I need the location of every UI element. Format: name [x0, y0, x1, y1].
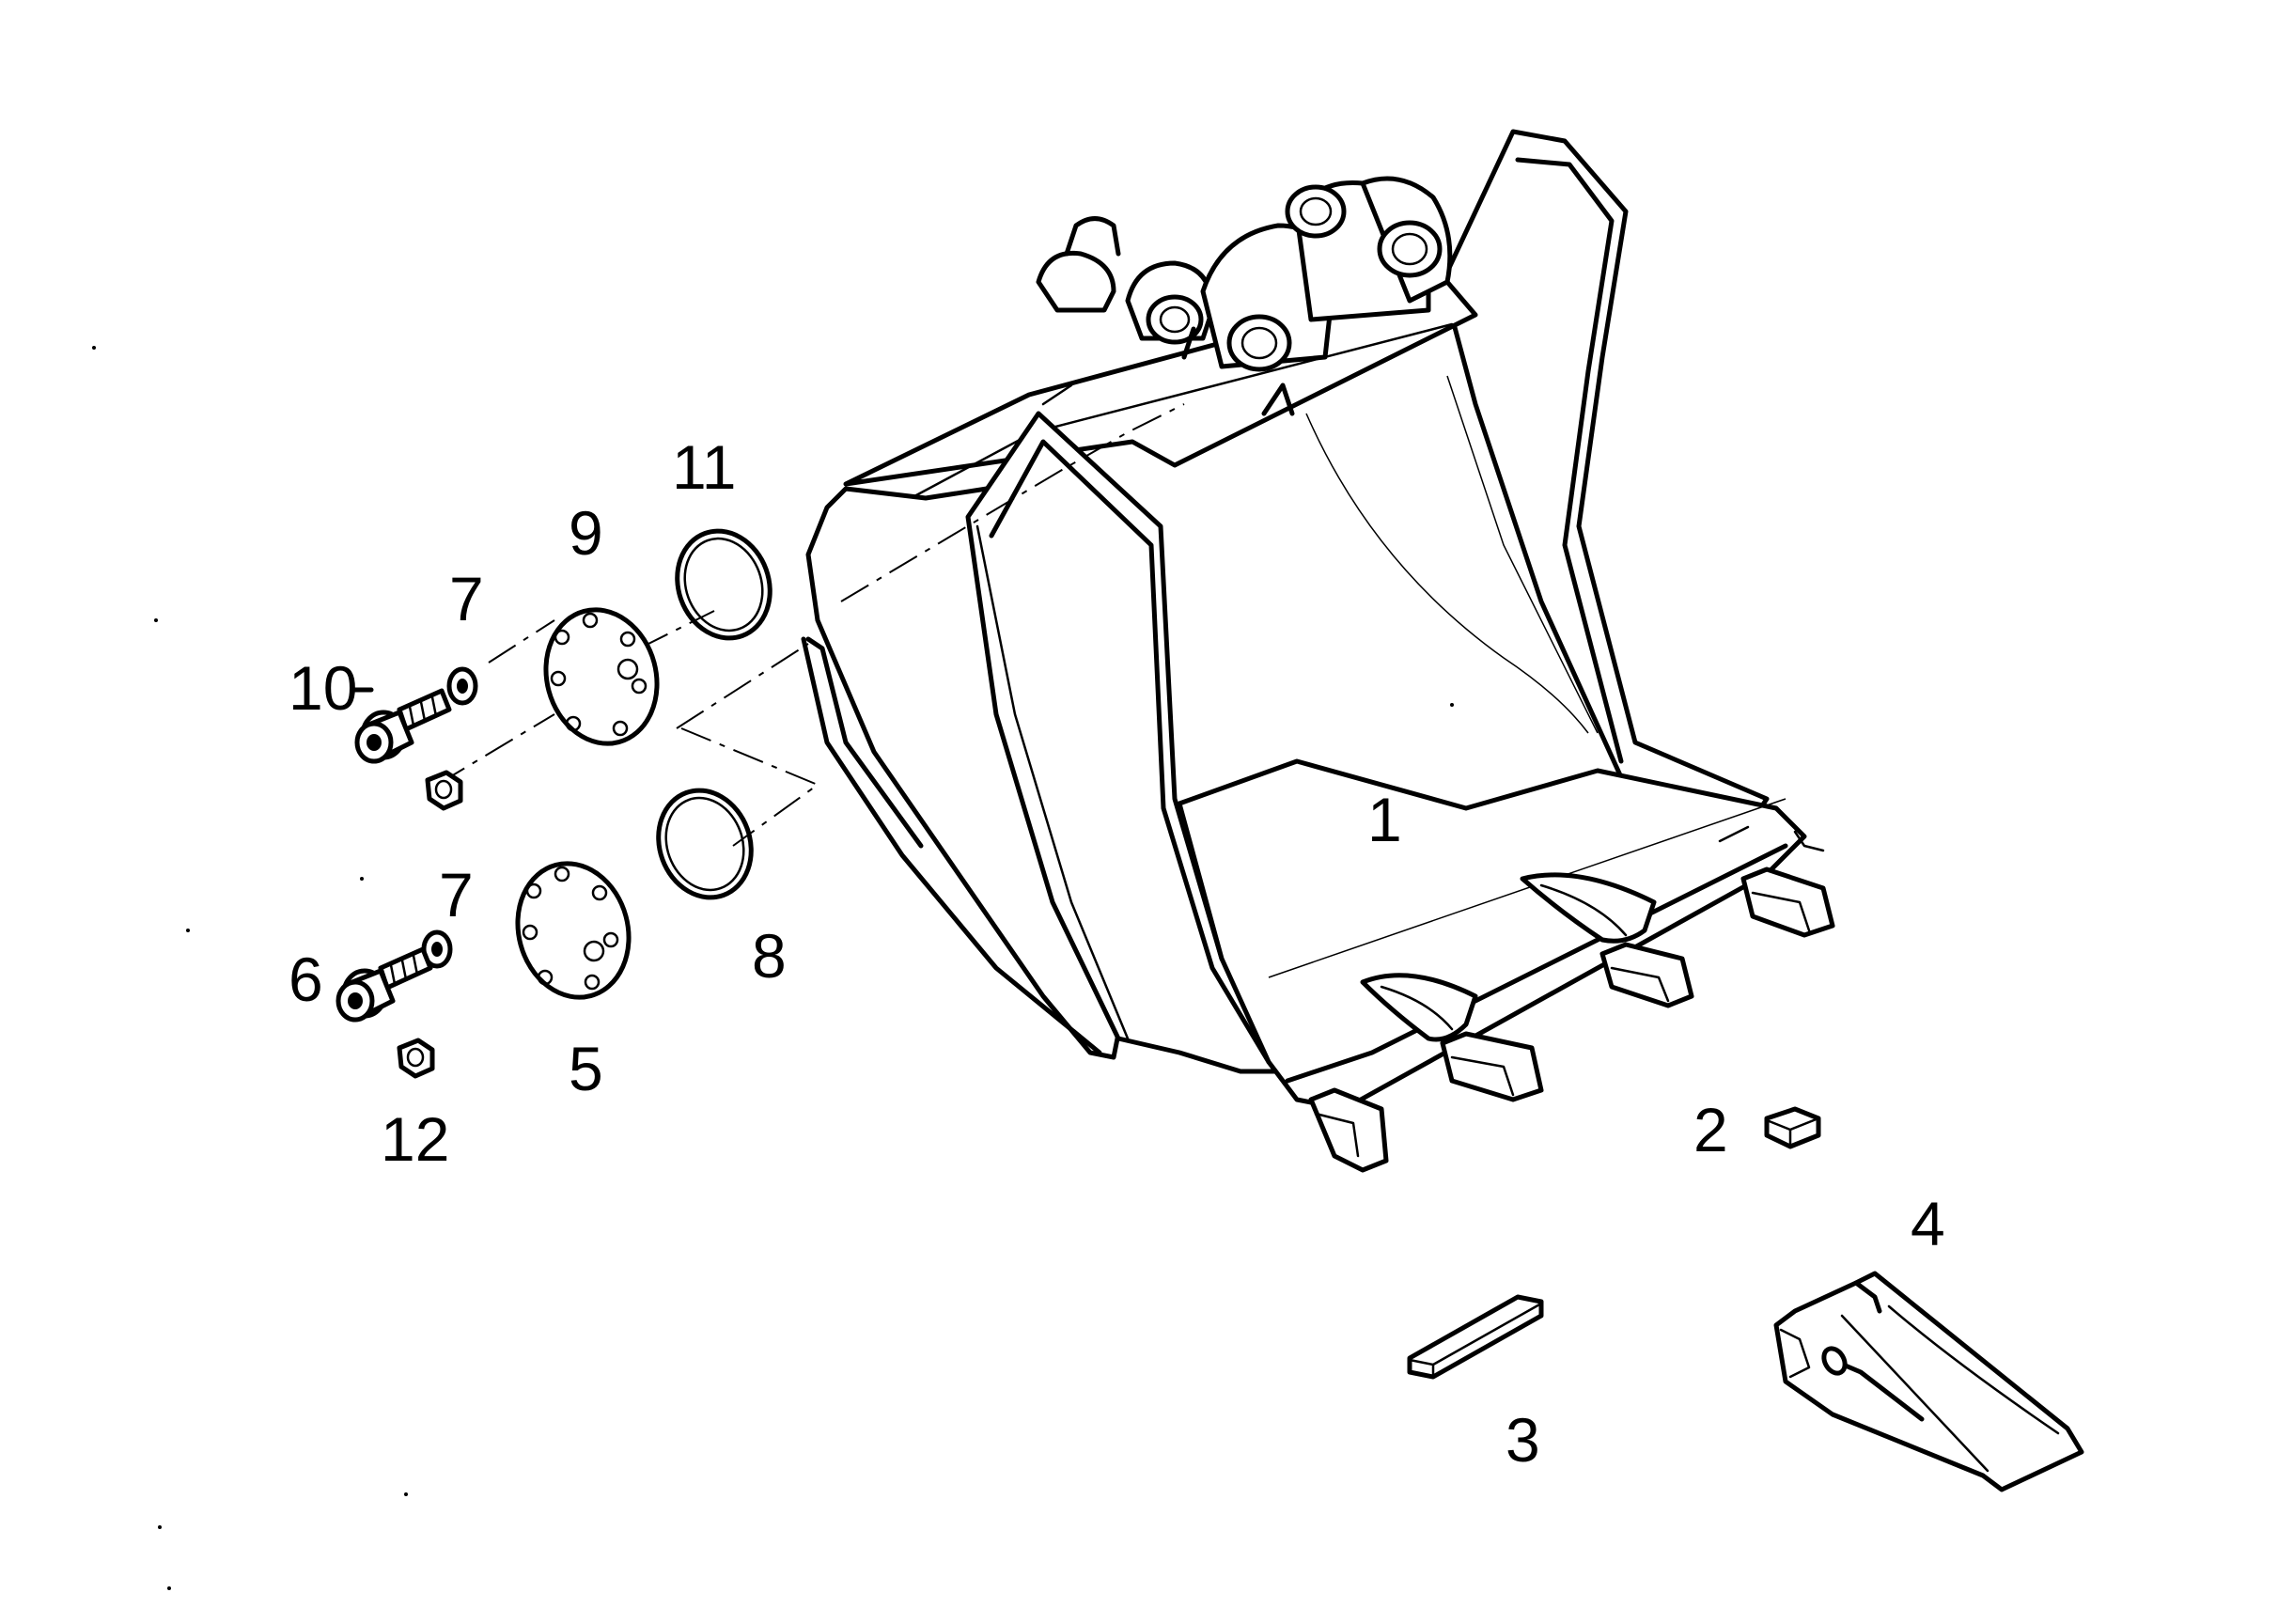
bucket-part-1: [801, 129, 1835, 1173]
callout-labels: 1 2 3 4 5 6 7 7 8 9 10 11 12: [289, 432, 1945, 1475]
callout-9: 9: [569, 498, 603, 568]
bucket-front-plate-inner: [989, 439, 1272, 1065]
bucket-left-side-lip-edge: [805, 636, 924, 849]
callout-8: 8: [752, 921, 787, 991]
callout-10: 10: [289, 653, 357, 723]
tooth-part-4: [1773, 1271, 2084, 1492]
callout-6: 6: [289, 945, 323, 1014]
bolt-part-10: [354, 688, 452, 764]
bucket-floor-line: [1268, 798, 1787, 978]
callout-12: 12: [381, 1104, 449, 1174]
o-ring-part-11: [675, 528, 772, 641]
retainer-part-2: [1764, 1106, 1821, 1149]
assembly-centerlines: [436, 403, 1185, 847]
callout-7-upper: 7: [449, 564, 484, 633]
bucket-front-plate-wear-edge: [975, 524, 1130, 1040]
o-ring-part-8: [656, 788, 754, 900]
callout-7-lower: 7: [439, 860, 474, 929]
bucket-tooth-adapters: [1308, 825, 1835, 1173]
callout-11: 11: [672, 432, 737, 502]
bucket-front-side-plate: [965, 411, 1290, 1074]
callout-1: 1: [1367, 785, 1402, 854]
bucket-floor: [1177, 758, 1807, 1112]
callout-3: 3: [1506, 1405, 1540, 1475]
washer-part-7-upper: [446, 666, 478, 706]
shim-disc-part-5: [515, 861, 632, 1000]
bucket-right-side-inner-edge: [1515, 157, 1624, 764]
bucket-inner-crease: [1446, 375, 1599, 734]
nut-upper: [425, 770, 463, 811]
callout-5: 5: [569, 1034, 603, 1103]
bucket-inner-curve: [1305, 413, 1589, 734]
bucket-right-side-plate: [1440, 129, 1770, 830]
bucket-mounting-ears: [1036, 176, 1453, 416]
callout-4: 4: [1911, 1189, 1945, 1258]
bucket-left-side-outer-lip: [801, 636, 1102, 1055]
shim-disc-part-9: [543, 607, 660, 746]
bolt-part-6: [335, 946, 433, 1023]
scan-specks: [92, 346, 1454, 1590]
pin-part-3: [1407, 1294, 1544, 1380]
nut-part-12: [397, 1038, 435, 1079]
callout-2: 2: [1693, 1095, 1728, 1164]
